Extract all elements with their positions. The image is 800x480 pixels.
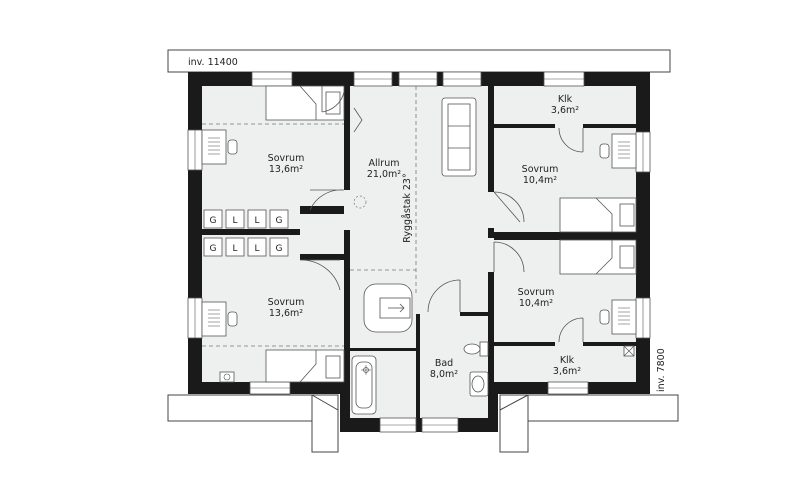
room-area-klk-top: 3,6m²	[551, 105, 579, 116]
room-name-sovrum-lower-left: Sovrum	[268, 297, 305, 308]
bed-lower-left	[265, 349, 345, 383]
roof-outline-bottom-right	[499, 394, 679, 422]
room-area-klk-bottom: 3,6m²	[553, 366, 581, 377]
roof-outline-top	[167, 49, 671, 73]
sink	[469, 371, 489, 397]
desk-upper-right	[599, 133, 637, 169]
storage-upper-1: L	[232, 216, 237, 226]
door-gap-klk-bottom	[555, 342, 583, 346]
storage-lower-0: G	[210, 244, 217, 254]
stair-opening	[363, 283, 413, 333]
storage-upper: G L L G	[203, 209, 289, 229]
room-area-sovrum-upper-right: 10,4m²	[523, 175, 557, 186]
dimension-top: inv. 11400	[188, 57, 238, 68]
storage-lower-2: L	[254, 244, 259, 254]
room-area-bad: 8,0m²	[430, 369, 458, 380]
doors	[299, 86, 584, 343]
room-area-sovrum-lower-left: 13,6m²	[269, 308, 303, 319]
room-area-sovrum-lower-right: 10,4m²	[519, 298, 553, 309]
room-name-bad: Bad	[435, 358, 453, 369]
desk-lower-left	[201, 301, 238, 337]
dormer-right	[499, 394, 529, 453]
vent-icon	[623, 345, 635, 357]
room-area-sovrum-upper-left: 13,6m²	[269, 164, 303, 175]
bed-lower-right	[559, 239, 637, 275]
storage-lower: G L L G	[203, 237, 289, 257]
bed-upper-left	[265, 85, 345, 121]
door-gap-left-upper	[344, 190, 350, 230]
storage-lower-3: G	[276, 244, 283, 254]
desk-lower-right	[599, 299, 637, 335]
room-name-sovrum-upper-left: Sovrum	[268, 153, 305, 164]
toilet	[463, 341, 489, 357]
room-name-sovrum-lower-right: Sovrum	[518, 287, 555, 298]
door-gap-right-lower	[488, 238, 494, 272]
bed-upper-right	[559, 197, 637, 233]
vent-marker	[353, 107, 363, 133]
storage-upper-0: G	[210, 216, 217, 226]
bathtub	[351, 355, 377, 415]
room-name-klk-bottom: Klk	[560, 355, 575, 366]
washer-icon	[219, 371, 235, 383]
room-name-allrum: Allrum	[369, 158, 400, 169]
room-area-allrum: 21,0m²	[367, 169, 401, 180]
door-gap-bath	[420, 312, 460, 316]
storage-upper-2: L	[254, 216, 259, 226]
roof-outline-bottom-left	[167, 394, 339, 422]
room-name-sovrum-upper-right: Sovrum	[522, 164, 559, 175]
lamp-icon	[353, 195, 367, 209]
storage-upper-3: G	[276, 216, 283, 226]
door-gap-klk-top	[555, 124, 583, 128]
desk-upper-left	[201, 129, 238, 165]
door-gap-right-upper	[488, 192, 494, 228]
sofa	[441, 97, 477, 177]
roof-note: Ryggåstak 23°	[402, 173, 413, 242]
dormer-left	[311, 394, 339, 453]
storage-lower-1: L	[232, 244, 237, 254]
dimension-right: inv. 7800	[656, 348, 667, 392]
room-name-klk-top: Klk	[558, 94, 573, 105]
